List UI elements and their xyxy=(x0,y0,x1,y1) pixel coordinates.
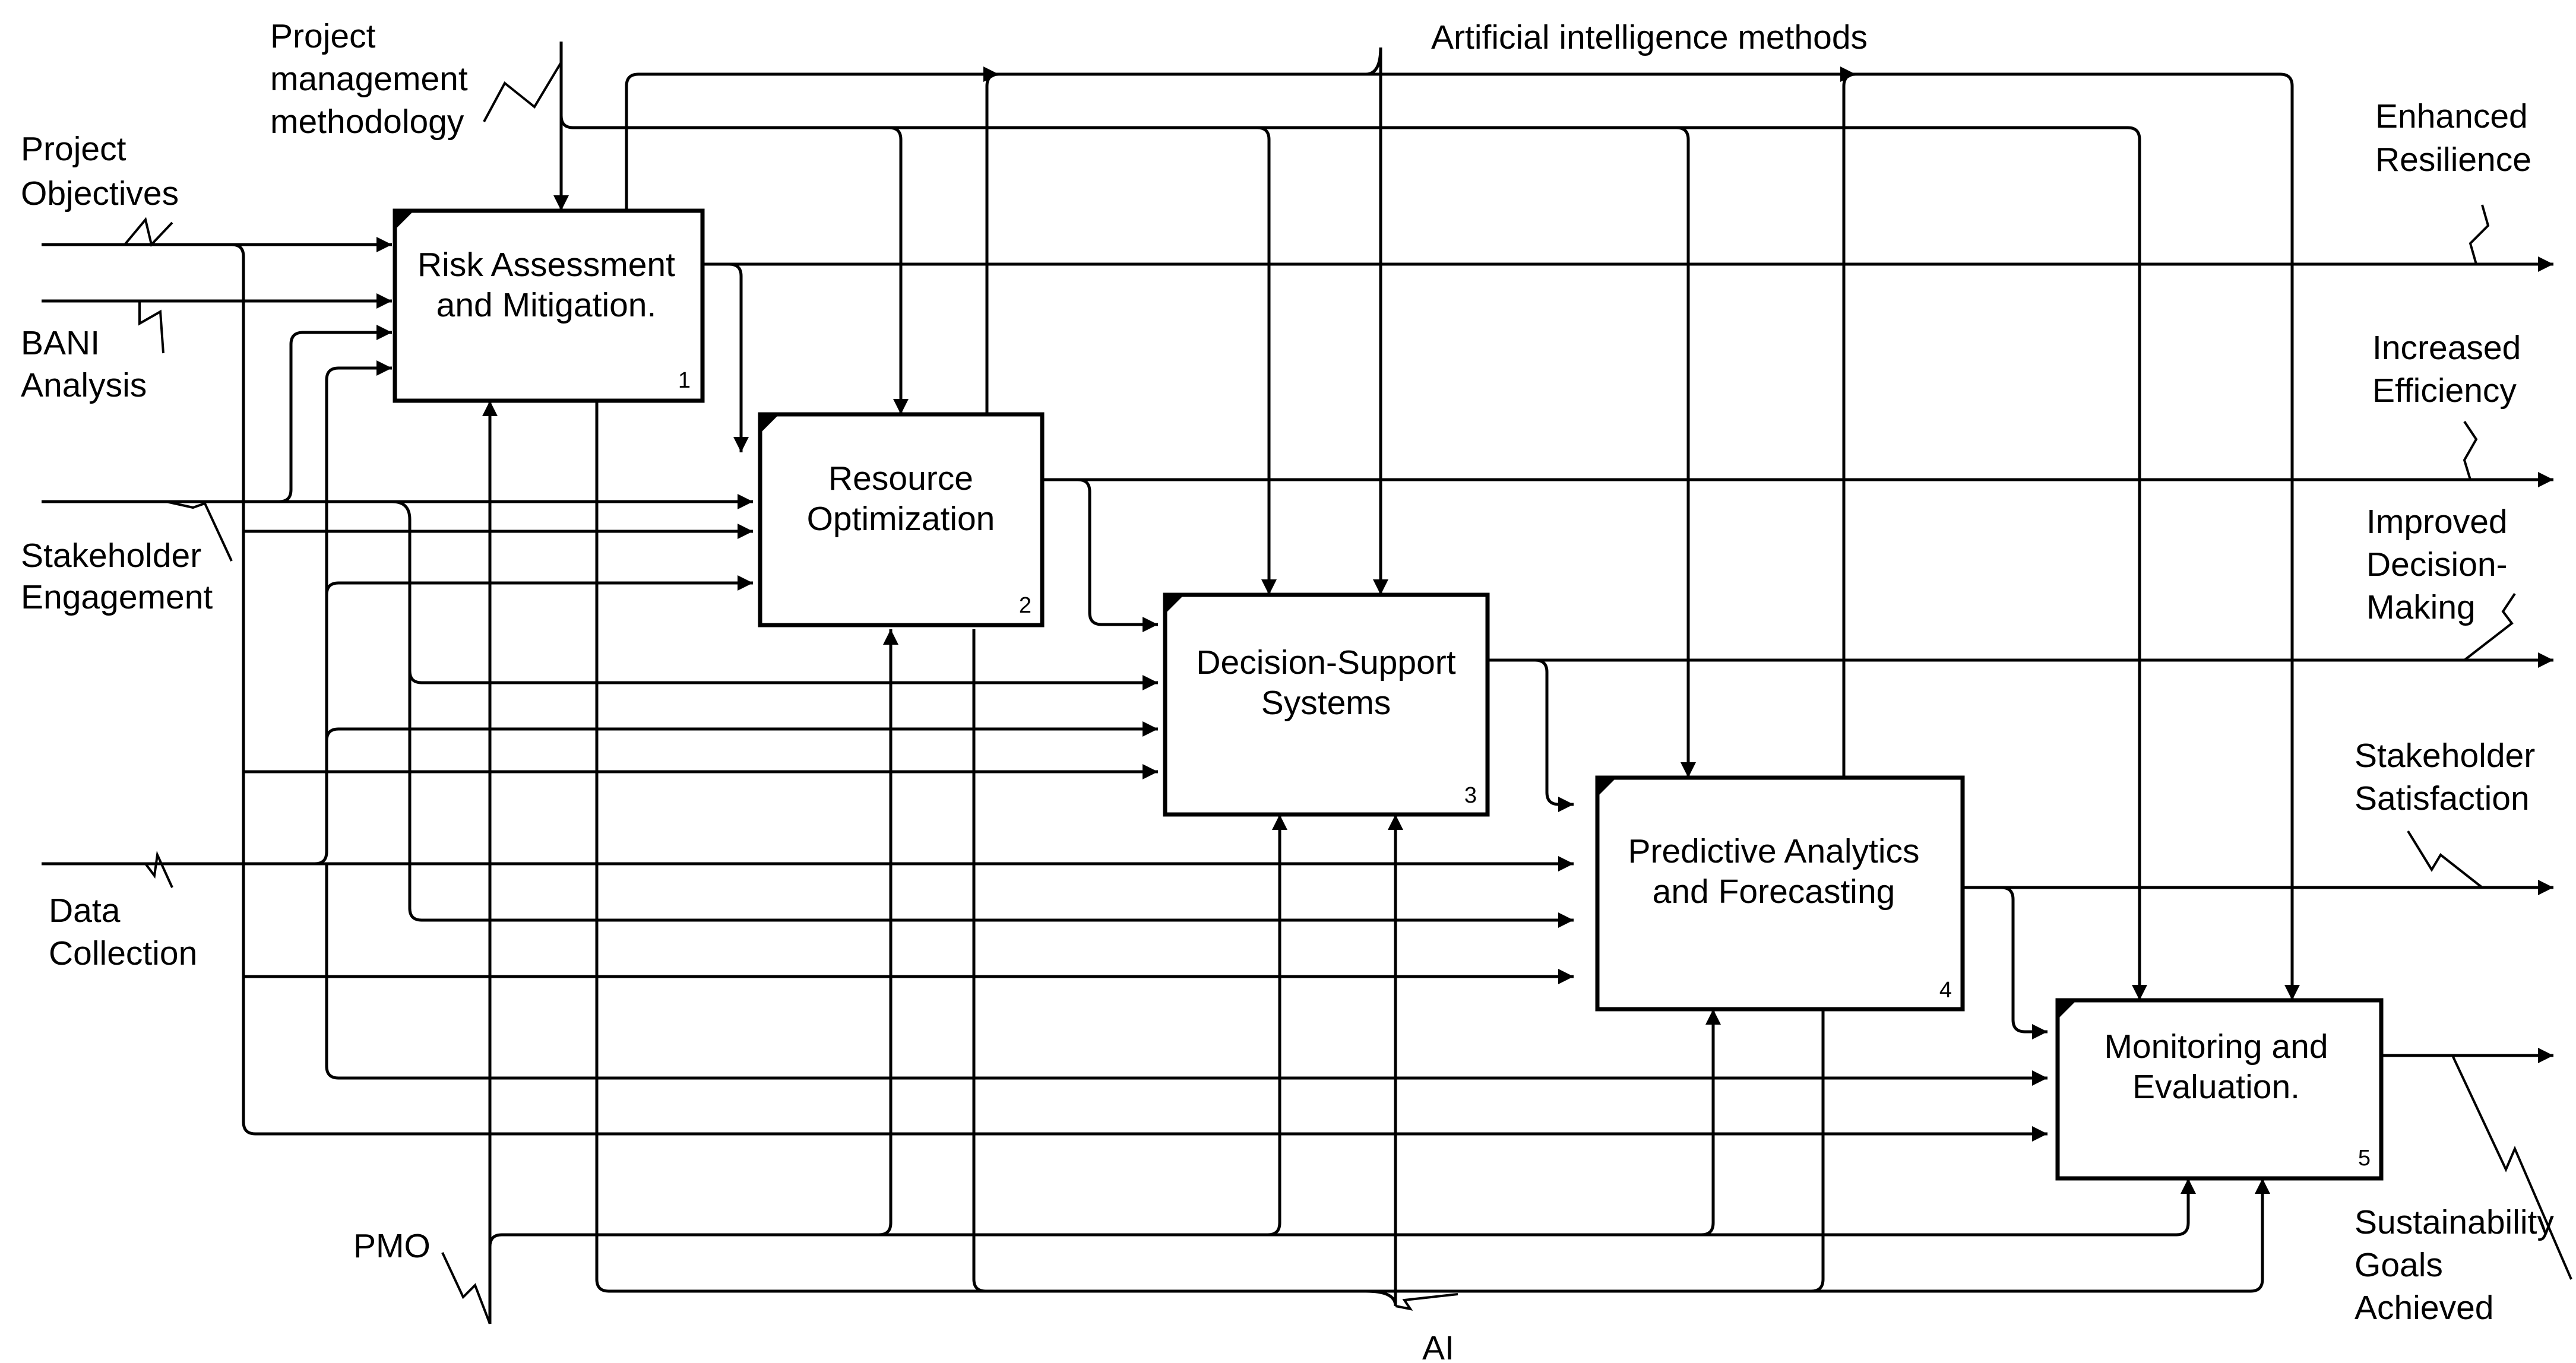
box-1-frame xyxy=(393,208,705,403)
box-2-frame xyxy=(758,412,1045,627)
box-2-number: 2 xyxy=(1019,593,1031,618)
box-3-frame xyxy=(1163,592,1490,817)
input-label-bani-1: BANI xyxy=(21,324,100,362)
box-4-number: 4 xyxy=(1939,978,1952,1003)
box-5-label-line1: Monitoring and xyxy=(2104,1028,2328,1066)
box-4-label-line2: and Forecasting xyxy=(1653,873,1895,911)
box-3-label-line1: Decision-Support xyxy=(1196,644,1455,682)
output-label-sustainability-3: Achieved xyxy=(2355,1289,2494,1327)
output-label-stakeholder-1: Stakeholder xyxy=(2355,737,2535,775)
control-label-pm-3: methodology xyxy=(270,103,464,141)
box-5-frame xyxy=(2055,998,2384,1181)
box-1-label-line1: Risk Assessment xyxy=(417,246,675,284)
input-label-bani-2: Analysis xyxy=(21,366,147,404)
output-label-sustainability-2: Goals xyxy=(2355,1246,2443,1284)
label-squiggles xyxy=(124,61,2572,1324)
output-label-resilience-2: Resilience xyxy=(2375,141,2531,179)
input-label-stakeholder-1: Stakeholder xyxy=(21,537,201,575)
input-label-data-collection-2: Collection xyxy=(49,934,197,972)
box-5: Monitoring and Evaluation. 5 xyxy=(2055,998,2384,1181)
output-label-efficiency-2: Efficiency xyxy=(2372,372,2517,410)
box-2-label-line2: Optimization xyxy=(807,500,995,538)
box-2: Resource Optimization 2 xyxy=(758,412,1045,627)
input-label-project-objectives-1: Project xyxy=(21,130,126,168)
box-1: Risk Assessment and Mitigation. 1 xyxy=(393,208,705,403)
input-label-stakeholder-2: Engagement xyxy=(21,578,213,616)
output-label-efficiency-1: Increased xyxy=(2372,329,2521,367)
output-label-decision-3: Making xyxy=(2366,588,2476,626)
box-2-label-line1: Resource xyxy=(828,459,973,497)
connector-lines xyxy=(42,42,2553,1324)
box-4-frame xyxy=(1595,775,1965,1012)
box-1-number: 1 xyxy=(678,368,691,393)
mechanism-label-pmo: PMO xyxy=(353,1227,431,1265)
box-5-label-line2: Evaluation. xyxy=(2132,1068,2300,1106)
output-label-sustainability-1: Sustainability xyxy=(2355,1203,2554,1241)
control-label-pm-1: Project xyxy=(270,17,376,55)
output-label-decision-2: Decision- xyxy=(2366,546,2508,584)
control-label-pm-2: management xyxy=(270,60,468,98)
box-5-number: 5 xyxy=(2358,1146,2371,1171)
output-label-stakeholder-2: Satisfaction xyxy=(2355,779,2530,817)
mechanism-label-ai: AI xyxy=(1422,1329,1454,1363)
control-label-ai-methods: Artificial intelligence methods xyxy=(1431,18,1868,56)
box-3-number: 3 xyxy=(1464,783,1477,808)
output-label-resilience-1: Enhanced xyxy=(2375,97,2528,135)
input-label-data-collection-1: Data xyxy=(49,892,121,930)
box-3: Decision-Support Systems 3 xyxy=(1163,592,1490,817)
box-1-label-line2: and Mitigation. xyxy=(436,286,657,324)
box-4-label-line1: Predictive Analytics xyxy=(1628,832,1919,870)
output-label-decision-1: Improved xyxy=(2366,503,2508,541)
input-label-project-objectives-2: Objectives xyxy=(21,175,179,213)
box-3-label-line2: Systems xyxy=(1261,684,1391,722)
box-4: Predictive Analytics and Forecasting 4 xyxy=(1595,775,1965,1012)
